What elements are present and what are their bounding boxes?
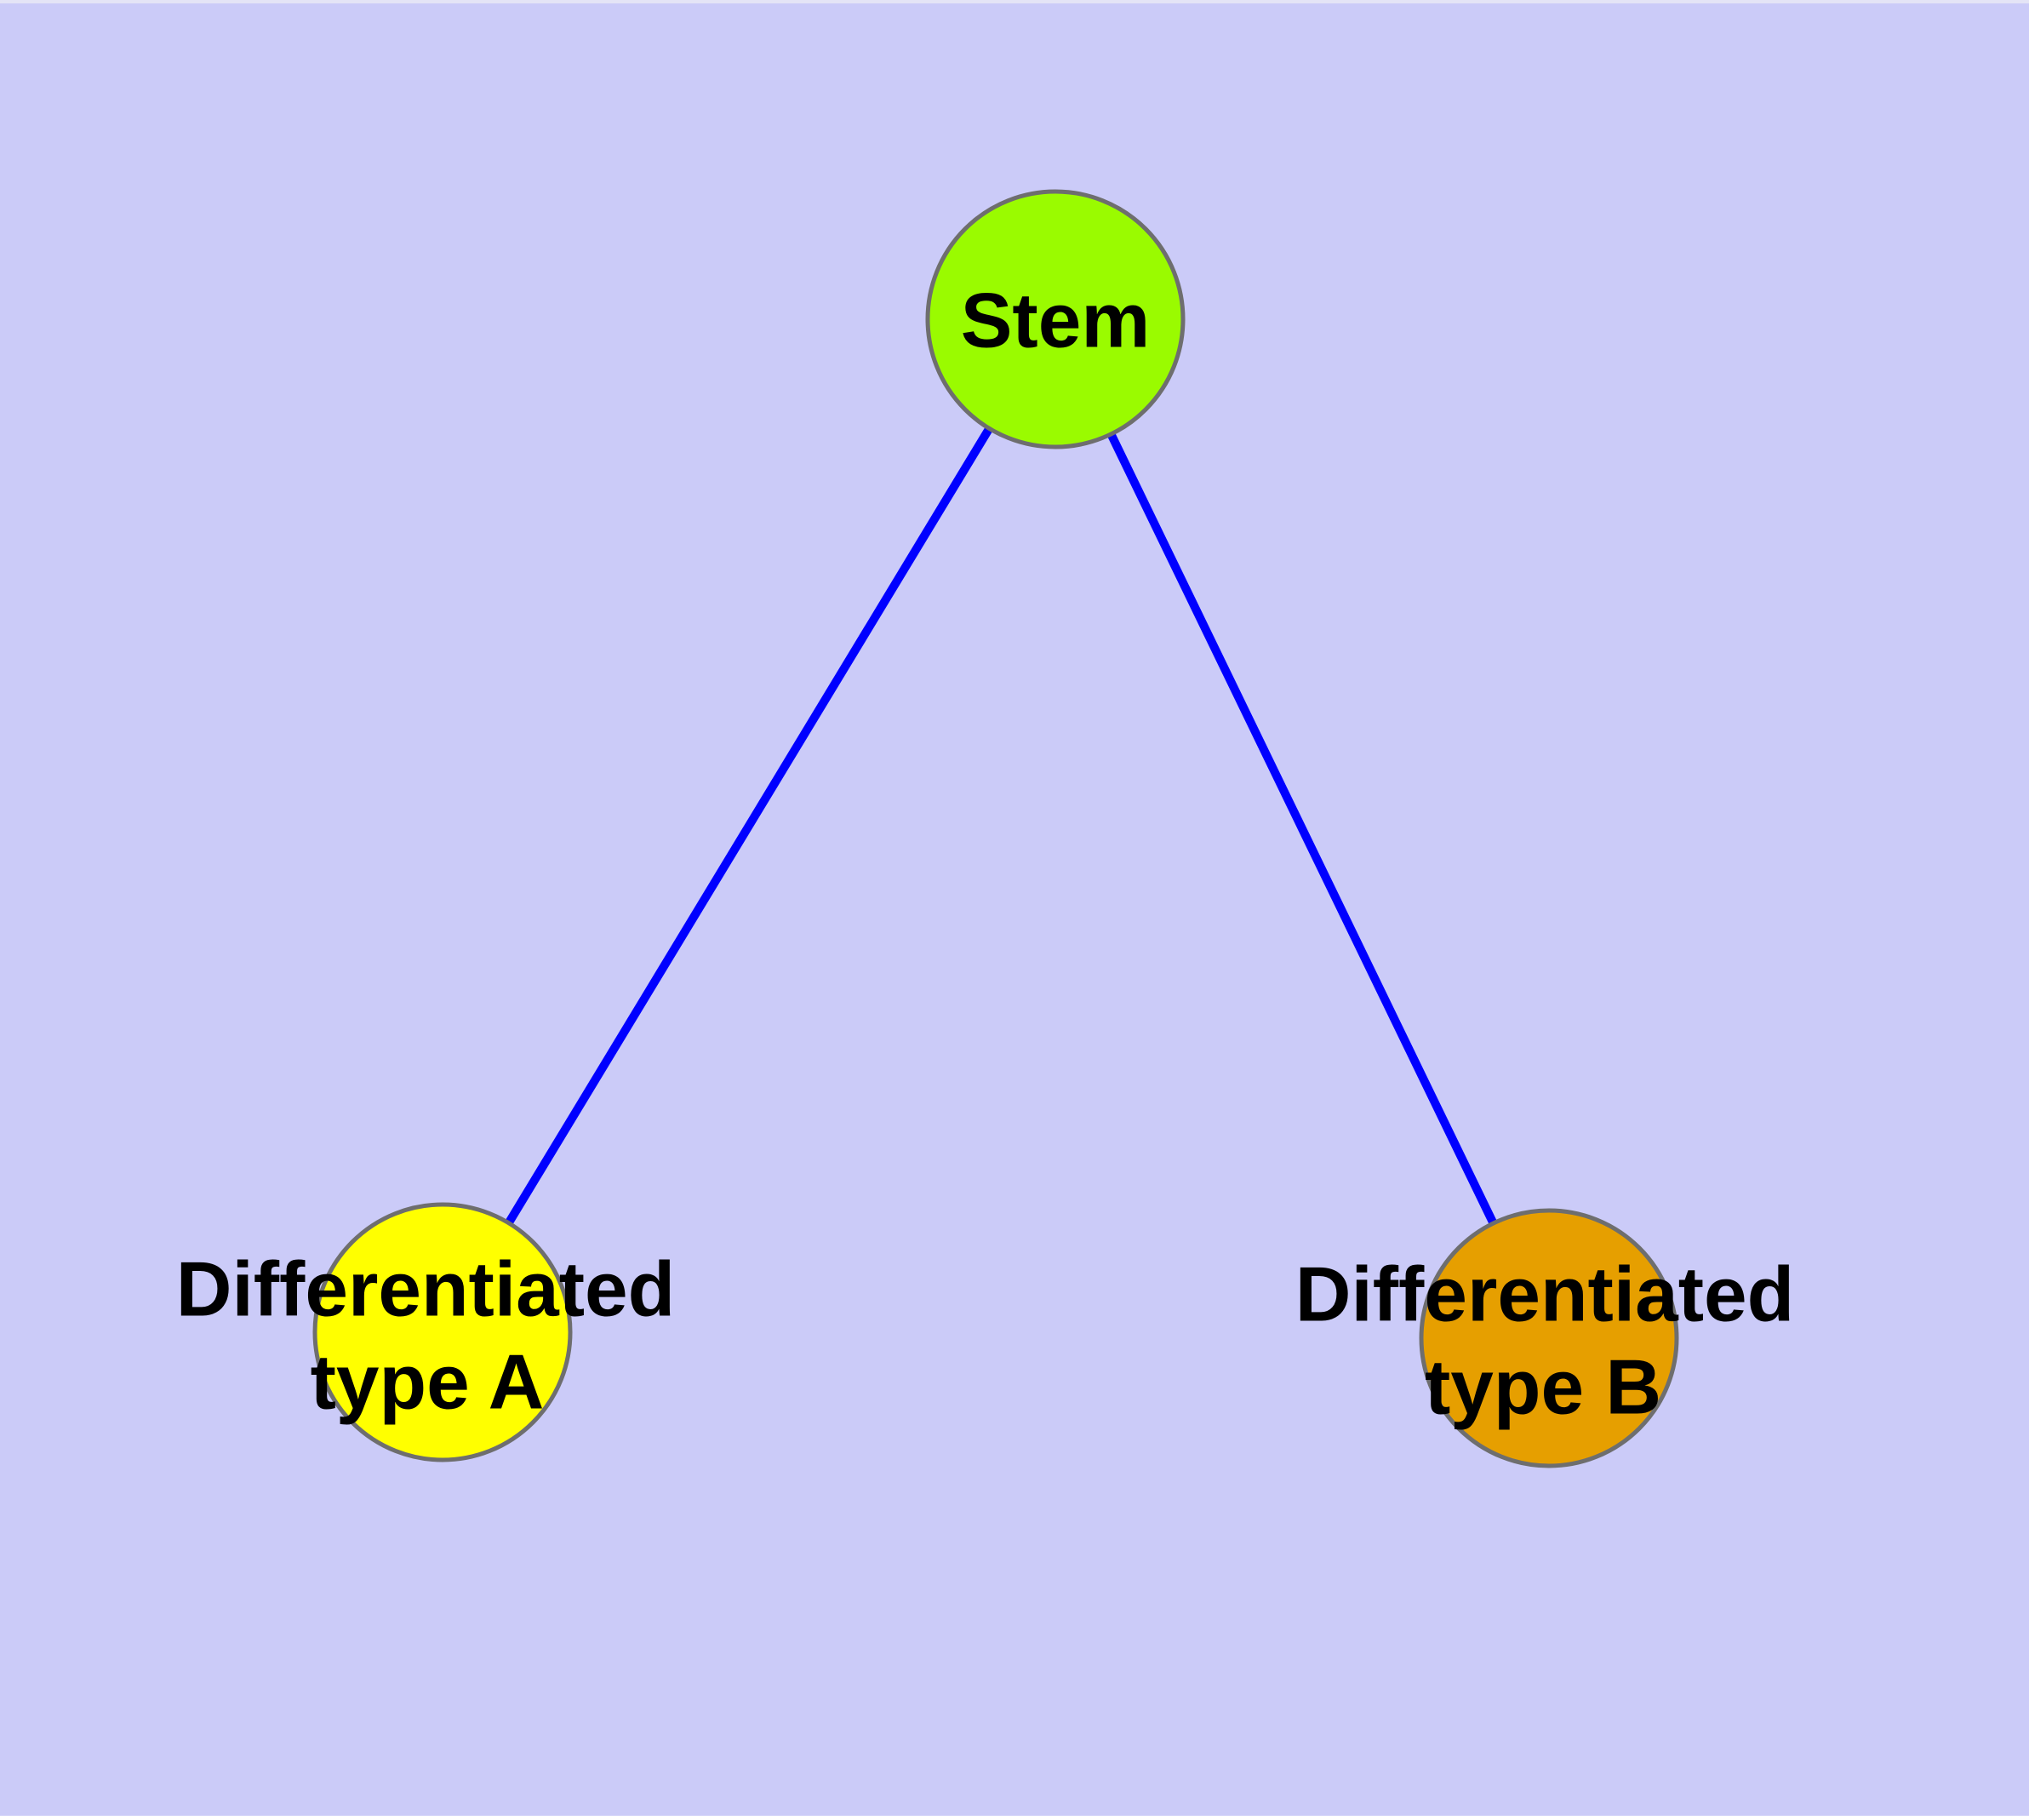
differentiated-type-a-label-line1: Differentiated <box>176 1247 676 1333</box>
stem-node-label: Stem <box>961 278 1151 364</box>
top-strip <box>0 0 2029 3</box>
stem-node <box>925 189 1186 449</box>
edge-stem-to-type-b <box>1051 317 1553 1341</box>
edge-stem-to-type-a <box>438 317 1060 1335</box>
differentiated-type-b-label-line1: Differentiated <box>1295 1252 1795 1338</box>
differentiated-type-a-label-line2: type A <box>311 1340 545 1426</box>
differentiated-type-a-node <box>312 1202 573 1462</box>
bottom-strip <box>0 1816 2029 1820</box>
differentiated-type-b-node <box>1419 1208 1679 1468</box>
differentiated-type-b-label-line2: type B <box>1425 1345 1661 1431</box>
